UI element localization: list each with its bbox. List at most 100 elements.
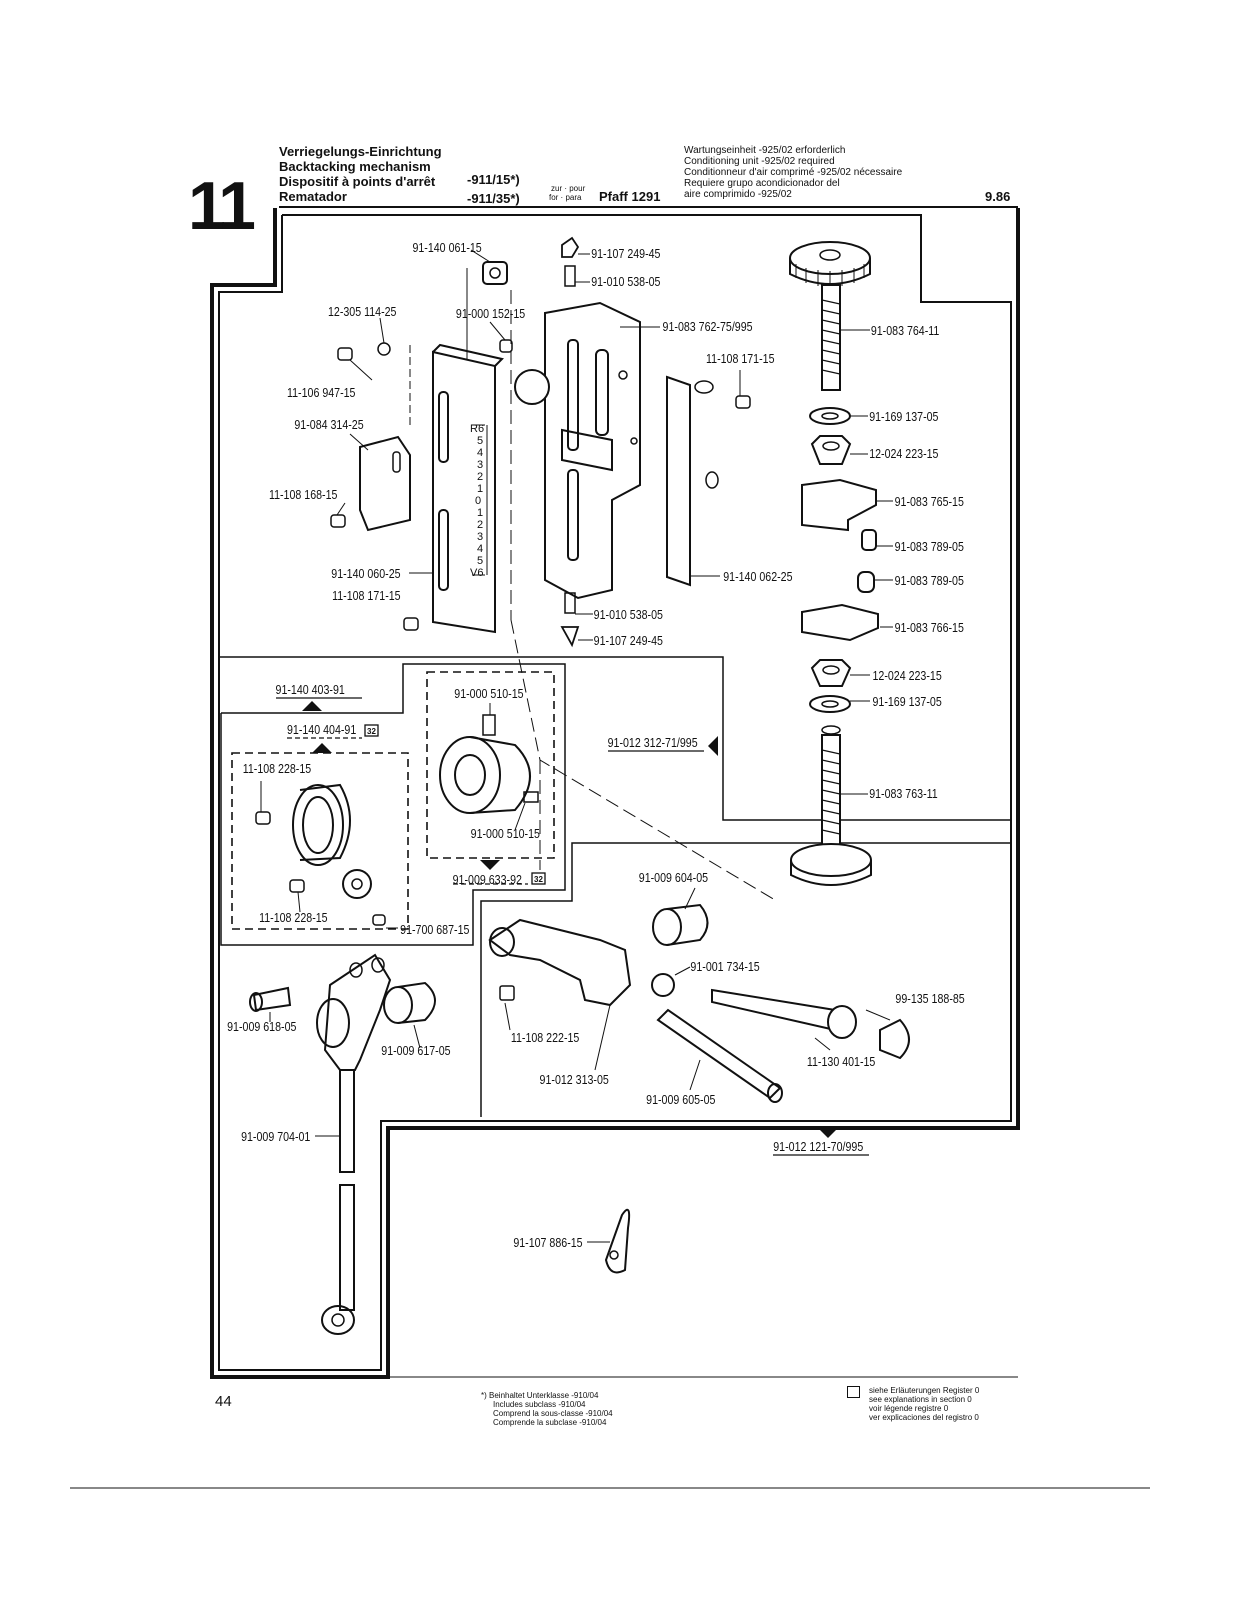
inner-frame	[218, 214, 1012, 1371]
scale-mark: 5	[477, 435, 483, 447]
part-label: 11-108 228-15	[243, 761, 312, 776]
screw-401	[711, 988, 836, 1032]
variant-bottom: -911/35*)	[467, 191, 520, 206]
title-block: Verriegelungs-Einrichtung Backtacking me…	[279, 144, 442, 204]
footnote-es: Comprende la subclase -910/04	[493, 1418, 607, 1427]
part-label: 11-108 168-15	[269, 487, 338, 502]
part-label: 12-305 114-25	[328, 304, 397, 319]
ref-badge-1: 32	[367, 727, 376, 736]
block-765	[801, 478, 877, 532]
part-label: 91-000 510-15	[471, 826, 541, 841]
footnote-fr: Comprend la sous-classe -910/04	[493, 1409, 613, 1418]
for-label-top: zur · pour	[551, 184, 586, 193]
part-label: 91-169 137-05	[869, 409, 939, 424]
part-label: 11-108 171-15	[706, 351, 775, 366]
part-label: 91-001 734-15	[690, 959, 760, 974]
part-label: 91-083 762-75/995	[663, 319, 753, 334]
ref-badges: 32 32	[364, 724, 546, 885]
part-label: 91-140 061-15	[412, 240, 482, 255]
scale-mark: 4	[477, 543, 483, 555]
part-label: 91-009 604-05	[639, 870, 709, 885]
part-label: 91-083 789-05	[895, 573, 965, 588]
scale-mark: 2	[477, 519, 483, 531]
scale-marks: R6 5 4 3 2 1 0 1 2 3 4 5 V6	[470, 423, 484, 579]
title-en: Backtacking mechanism	[279, 159, 431, 174]
part-label: 91-107 886-15	[513, 1235, 583, 1250]
part-label: 91-000 152-15	[456, 306, 526, 321]
part-label: 11-130 401-15	[807, 1054, 876, 1069]
dashed-box-633	[426, 671, 555, 859]
legend-de: siehe Erläuterungen Register 0	[869, 1386, 980, 1395]
plate-062	[666, 375, 691, 587]
part-label: 91-012 313-05	[540, 1072, 610, 1087]
scale-mark: 5	[477, 555, 483, 567]
hook-886	[604, 1208, 631, 1274]
part-label: 91-107 249-45	[591, 246, 661, 261]
for-label-bottom: for · para	[549, 193, 582, 202]
footnote-en: Includes subclass -910/04	[493, 1400, 586, 1409]
sub-assembly-121	[480, 842, 1011, 1117]
part-label: 91-083 764-11	[871, 323, 940, 338]
upper-panel-border	[219, 656, 1011, 821]
pin-605	[656, 1008, 782, 1100]
part-label: 91-140 403-91	[276, 682, 346, 697]
footnote-block: *) Beinhaltet Unterklasse -910/04 Includ…	[481, 1391, 613, 1427]
part-label: 91-009 618-05	[227, 1019, 297, 1034]
part-label: 91-010 538-05	[594, 607, 664, 622]
part-label: 12-024 223-15	[872, 668, 942, 683]
sub-assembly-403	[220, 663, 566, 946]
note-en: Conditioning unit -925/02 required	[684, 156, 835, 167]
bushing-604	[652, 908, 682, 946]
scale-mark: 4	[477, 447, 483, 459]
part-label: 91-009 605-05	[646, 1092, 716, 1107]
note-es: Requiere grupo acondicionador del	[684, 178, 840, 189]
legend-fr: voir légende registre 0	[869, 1404, 949, 1413]
part-label: 91-169 137-05	[872, 694, 942, 709]
scale-mark: 1	[477, 507, 483, 519]
part-label: 91-009 704-01	[241, 1129, 311, 1144]
lever-704	[323, 953, 392, 1071]
part-label: 91-140 404-91	[287, 722, 357, 737]
part-label: 91-700 687-15	[400, 922, 470, 937]
legend-es: ver explicaciones del registro 0	[869, 1413, 979, 1422]
part-label: 11-108 171-15	[332, 588, 401, 603]
title-fr: Dispositif à points d'arrêt	[279, 174, 436, 189]
part-label: 91-012 312-71/995	[608, 735, 698, 750]
note-es-2: aire comprimido -925/02	[684, 189, 792, 200]
note-fr: Conditionneur d'air comprimé -925/02 néc…	[684, 167, 903, 178]
scale-mark: 3	[477, 531, 483, 543]
frame-762	[544, 301, 641, 600]
title-de: Verriegelungs-Einrichtung	[279, 144, 442, 159]
part-label: 12-024 223-15	[869, 446, 939, 461]
collar-510	[439, 736, 501, 814]
scale-mark: 1	[477, 483, 483, 495]
legend-box-icon	[847, 1386, 860, 1398]
scale-mark: 2	[477, 471, 483, 483]
part-label: 91-140 060-25	[331, 566, 401, 581]
part-label: 91-084 314-25	[294, 417, 364, 432]
legend-block: siehe Erläuterungen Register 0 see expla…	[869, 1386, 979, 1422]
bracket-314	[359, 435, 411, 532]
title-es: Rematador	[279, 189, 347, 204]
part-label: 91-009 617-05	[381, 1043, 451, 1058]
part-label: 91-012 121-70/995	[773, 1139, 863, 1154]
part-label: 91-010 538-05	[591, 274, 661, 289]
notes-block: Wartungseinheit -925/02 erforderlich Con…	[684, 145, 902, 200]
footnote-de: *) Beinhaltet Unterklasse -910/04	[481, 1391, 599, 1400]
scale-mark: V6	[470, 567, 483, 579]
part-label: 91-009 633-92	[453, 872, 522, 887]
part-label: 91-083 789-05	[895, 539, 965, 554]
part-label: 91-140 062-25	[723, 569, 793, 584]
scale-mark: R6	[470, 423, 484, 435]
legend-en: see explanations in section 0	[869, 1395, 972, 1404]
knurled-knob-bottom	[790, 843, 872, 877]
knurled-knob-top	[789, 241, 871, 275]
clamp-228	[292, 784, 344, 866]
scale-mark: 0	[475, 495, 481, 507]
part-labels: 91-140 061-15 91-107 249-45 91-010 538-0…	[227, 240, 965, 1250]
model-name: Pfaff 1291	[599, 189, 661, 204]
part-label: 91-083 763-11	[869, 786, 938, 801]
page-number: 44	[215, 1393, 232, 1410]
part-label: 99-135 188-85	[895, 991, 965, 1006]
